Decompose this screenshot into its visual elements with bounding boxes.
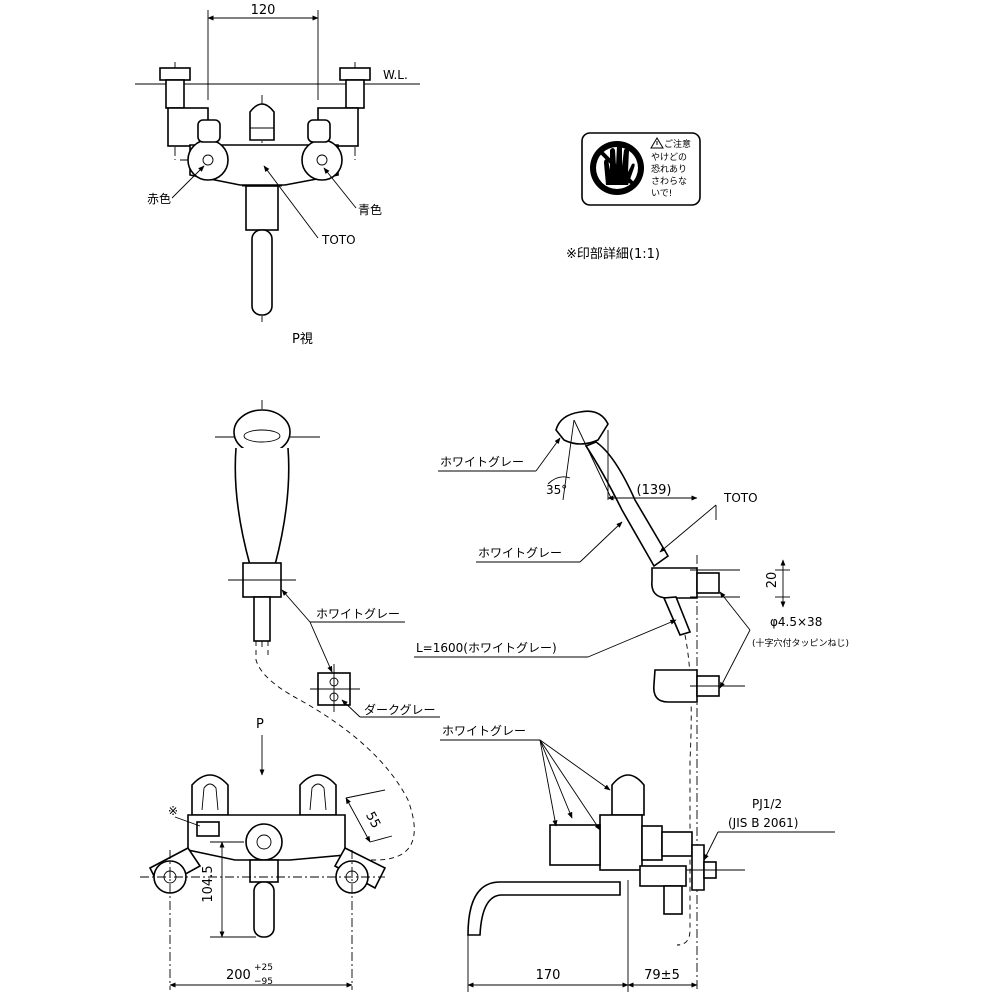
angle-label: 35° [546,483,567,497]
warning-line-3: 恐れあり [651,164,687,175]
toto-side-label: TOTO [723,491,758,505]
screw-note: (十字穴付タッピンねじ) [752,637,849,649]
warning-line-2: やけどの [651,152,687,163]
no-touch-hand-icon [590,141,644,195]
warning-line-1: ご注意 [664,138,691,150]
dim-104-5: 104.5 [201,865,216,902]
screw-label: φ4.5×38 [770,615,822,629]
dim-20: 20 [765,572,780,589]
top-view: 120 W.L. 赤色 青色 [135,3,420,347]
red-label: 赤色 [147,192,171,206]
view-arrow-label: P [256,717,264,732]
print-detail: ご注意 やけどの 恐れあり さわらな いで! ※印部詳細(1:1) [566,132,701,262]
toto-top-label: TOTO [321,233,356,247]
caution-triangle-icon [650,137,664,149]
white-grey-label-2: ホワイトグレー [478,546,562,560]
dim-55: 55 [362,809,383,831]
warning-line-4: さわらな [651,176,687,187]
white-grey-label-1: ホワイトグレー [440,455,524,469]
dim-170: 170 [536,968,561,983]
tolerance-plus: +25 [254,963,273,973]
asterisk-mark: ※ [168,804,178,818]
dim-top-width: 120 [251,3,276,18]
tolerance-minus: −95 [254,977,273,987]
blue-label: 青色 [358,203,382,217]
pj-label: PJ1/2 [752,797,782,811]
hose-label: L=1600(ホワイトグレー) [416,641,557,655]
dim-139: (139) [637,483,672,498]
front-view: ホワイトグレー ダークグレー P ※ [140,400,440,990]
side-view: 35° (139) 20 TOTO φ4.5×38 (十字穴付タッピンねじ) [414,410,849,992]
white-grey-label-4: ホワイトグレー [442,724,526,738]
view-p-label: P視 [292,332,313,347]
dim-200: 200 [226,968,251,983]
warning-line-5: いで! [651,189,672,199]
dark-grey-label: ダークグレー [364,702,436,717]
jis-label: (JIS B 2061) [728,816,798,830]
water-level-label: W.L. [383,68,408,82]
white-grey-label-3: ホワイトグレー [316,607,400,621]
print-detail-caption: ※印部詳細(1:1) [566,246,660,262]
dim-79: 79±5 [644,968,680,983]
